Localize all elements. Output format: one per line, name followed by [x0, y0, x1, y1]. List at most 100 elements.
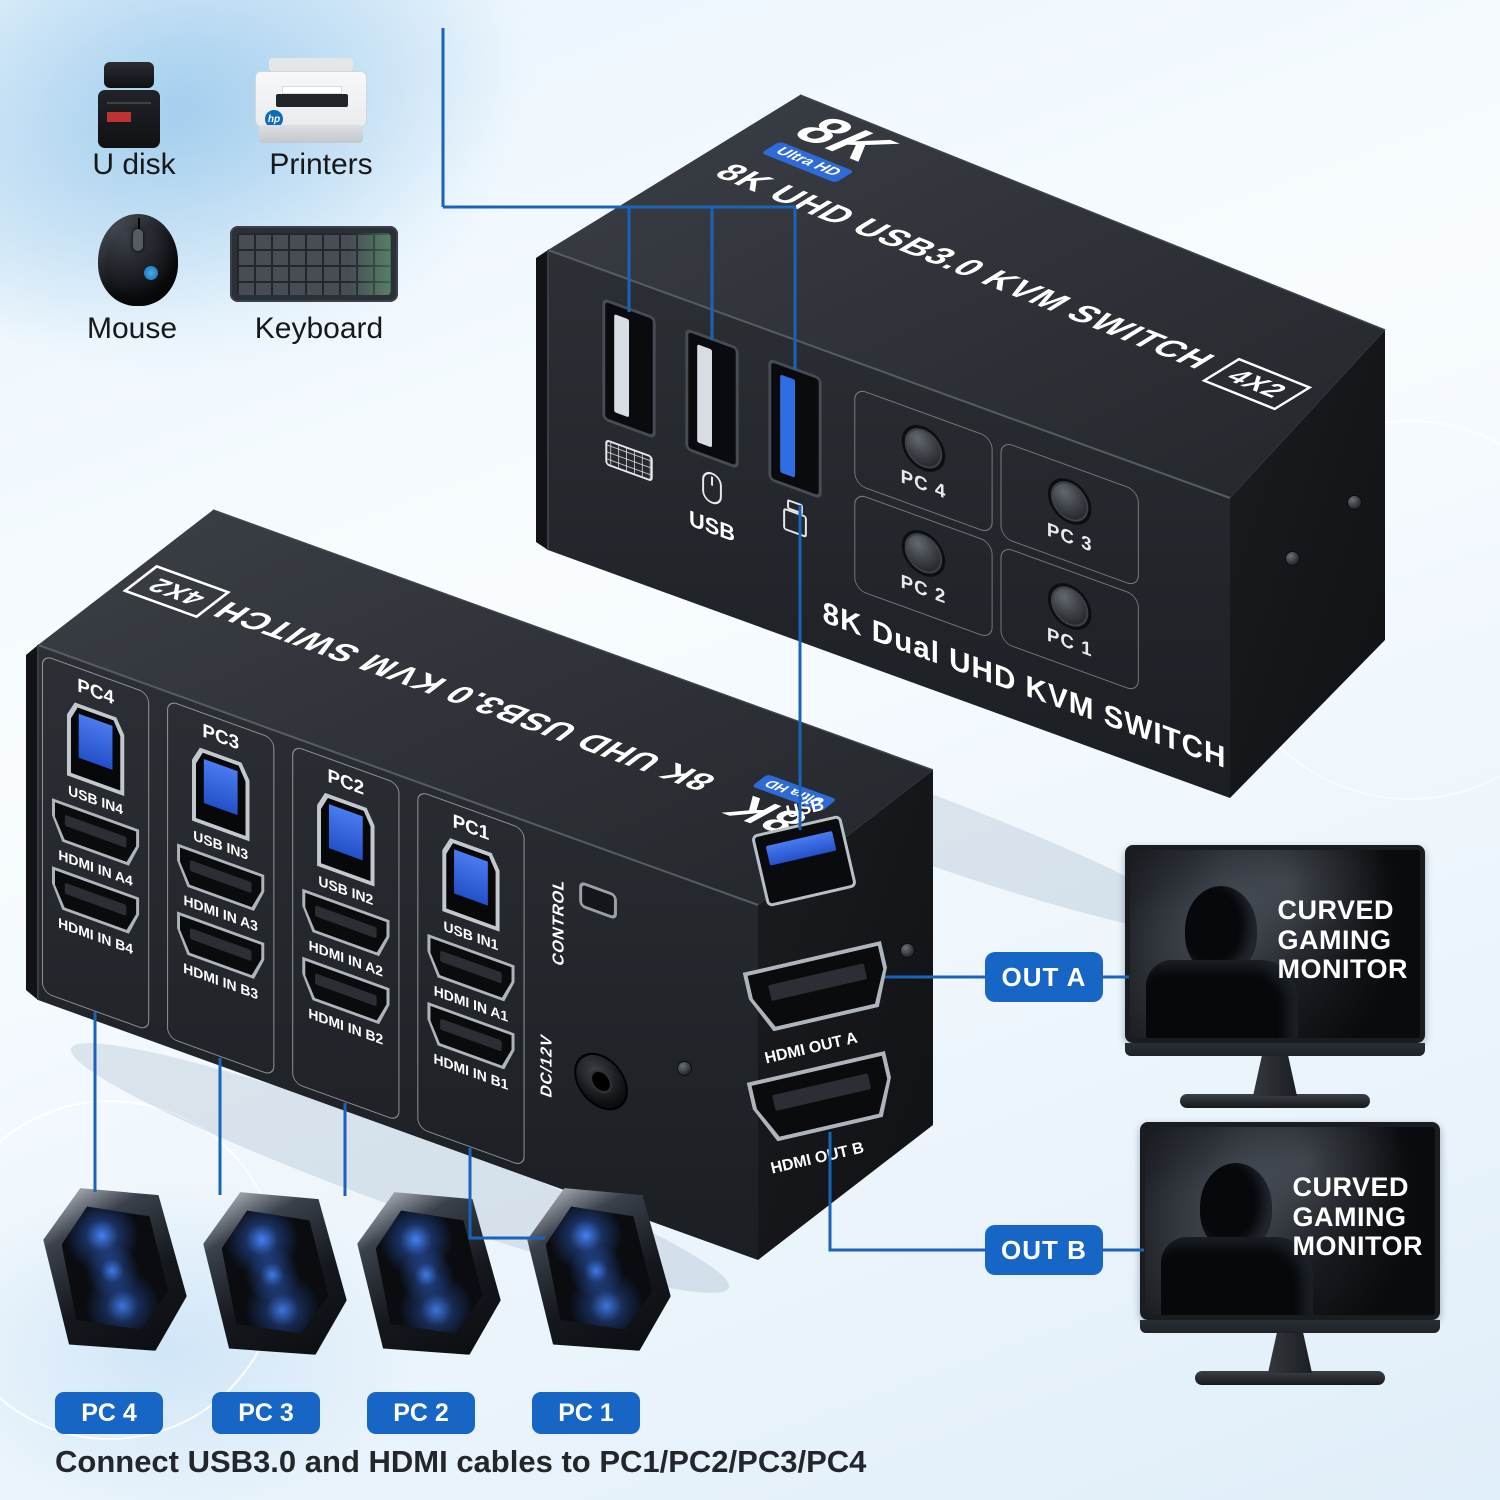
mouse-logo: [144, 266, 158, 280]
printers-label: Printers: [269, 148, 373, 181]
pc3-tower: [199, 1180, 351, 1363]
printer-base: [259, 125, 363, 143]
dark-figure-helmet: [1185, 886, 1257, 974]
usb-mouse-port: [685, 327, 739, 470]
usb-tongue: [765, 830, 837, 866]
screw: [1286, 552, 1299, 565]
pc4-port-group: PC4 USB IN4 HDMI IN A4 HDMI IN B4: [41, 654, 150, 1032]
mouse-icon-wheel: [711, 476, 713, 486]
monitor-stand-base: [1195, 1371, 1385, 1385]
printer-body: hp: [255, 71, 367, 128]
monitor-chin: [1140, 1320, 1440, 1333]
keyboard-icon: [230, 226, 398, 302]
dark-figure-shoulders: [1146, 960, 1298, 1038]
rear-box-edge: [37, 644, 759, 906]
keyboard-label: Keyboard: [254, 312, 384, 345]
front-box-right-face: [1230, 330, 1385, 798]
dark-figure-shoulders: [1161, 1237, 1313, 1315]
usb-tongue: [697, 344, 713, 448]
out-a-badge: OUT A: [985, 952, 1103, 1002]
pc1-port-group: PC1 USB IN1 HDMI IN A1 HDMI IN B1: [417, 790, 525, 1167]
mouse-icon: [98, 214, 178, 306]
hp-logo: hp: [265, 110, 283, 128]
dc-power-jack: [574, 1044, 628, 1119]
monitor-chin: [1125, 1043, 1425, 1056]
u-disk-label: U disk: [92, 148, 176, 181]
screw: [901, 944, 914, 957]
usb-flash-drive-icon: [98, 62, 160, 150]
front-box-edge: [547, 249, 1231, 499]
pc2-button-label: PC 2: [900, 570, 947, 609]
printer-icon: hp: [255, 58, 369, 146]
usb3-device-port: [768, 358, 822, 500]
keyboard-port-icon: [605, 438, 653, 483]
pc3-button-label: PC 3: [1046, 518, 1093, 557]
bottom-caption: Connect USB3.0 and HDMI cables to PC1/PC…: [55, 1444, 867, 1479]
monitor-screen: CURVED GAMING MONITOR: [1140, 1122, 1440, 1320]
usb-tongue: [780, 374, 795, 478]
pc1-badge: PC 1: [532, 1392, 640, 1434]
pc4-tower: [39, 1176, 191, 1359]
monitor-out-b: CURVED GAMING MONITOR: [1140, 1122, 1440, 1385]
rear-box-left-sliver: [26, 645, 38, 1000]
pc2-group-label: PC2: [327, 765, 365, 800]
front-box-left-sliver: [536, 250, 548, 550]
dark-figure-helmet: [1200, 1163, 1272, 1251]
dc-12v-label: DC/12V: [538, 1031, 556, 1101]
pc2-tower: [353, 1180, 505, 1363]
usb-b-port: [442, 835, 500, 932]
udisk-port-icon: [783, 497, 807, 539]
usb-b-port: [67, 699, 125, 796]
pc3-port-group: PC3 USB IN3 HDMI IN A3 HDMI IN B3: [167, 699, 275, 1077]
control-label: CONTROL: [550, 876, 568, 969]
mouse-scroll-wheel: [133, 229, 143, 251]
screw: [1348, 496, 1361, 509]
pc3-badge: PC 3: [212, 1392, 320, 1434]
usb-section-label: USB: [689, 505, 735, 547]
monitor-text-line: GAMING: [1292, 1201, 1407, 1232]
front-box-edge: [799, 94, 1386, 331]
flash-drive-label: [107, 112, 131, 122]
monitor-text-line: GAMING: [1277, 924, 1392, 955]
monitor-stand-base: [1180, 1094, 1370, 1108]
keyboard-backlight: [349, 233, 391, 295]
out-b-badge: OUT B: [985, 1225, 1103, 1275]
pc3-group-label: PC3: [202, 720, 240, 755]
keyboard-keys: [237, 233, 391, 295]
rear-box-edge: [212, 509, 934, 771]
usb-keyboard-port: [602, 297, 656, 440]
monitor-screen-text: CURVED GAMING MONITOR: [1292, 1172, 1424, 1262]
monitor-text-line: CURVED: [1292, 1172, 1410, 1202]
pc2-port-group: PC2 USB IN2 HDMI IN A2 HDMI IN B2: [292, 744, 400, 1122]
pc2-badge: PC 2: [367, 1392, 475, 1434]
monitor-stand-neck: [1268, 1333, 1312, 1373]
pc4-button-label: PC 4: [900, 465, 947, 504]
usb-b-port: [192, 745, 250, 842]
pc1-button-label: PC 1: [1046, 623, 1093, 662]
mouse-port-icon: [702, 469, 722, 508]
flash-drive-cap: [104, 62, 154, 88]
pc1-group-label: PC1: [452, 810, 490, 846]
monitor-screen-text: CURVED GAMING MONITOR: [1277, 895, 1409, 985]
printer-paper: [282, 86, 342, 94]
monitor-text-line: CURVED: [1277, 895, 1395, 925]
flash-drive-body: [98, 90, 160, 148]
mouse-label: Mouse: [86, 312, 178, 345]
udisk-icon-body: [783, 507, 807, 539]
screw: [678, 1062, 691, 1075]
monitor-stand-neck: [1253, 1056, 1297, 1096]
pc4-group-label: PC4: [77, 675, 114, 710]
printer-slot: [276, 94, 348, 107]
pc1-tower: [523, 1176, 675, 1359]
usb-b-port: [317, 790, 375, 887]
pc4-badge: PC 4: [55, 1392, 163, 1434]
dc-jack-hole: [592, 1069, 610, 1094]
rear-box-top-face: [38, 510, 933, 905]
flash-drive-detail: [107, 102, 151, 104]
front-box-top-face: [548, 95, 1385, 498]
usb-tongue: [614, 314, 630, 418]
monitor-screen: CURVED GAMING MONITOR: [1125, 845, 1425, 1043]
control-port: [579, 880, 617, 921]
monitor-text-line: MONITOR: [1292, 1231, 1423, 1262]
